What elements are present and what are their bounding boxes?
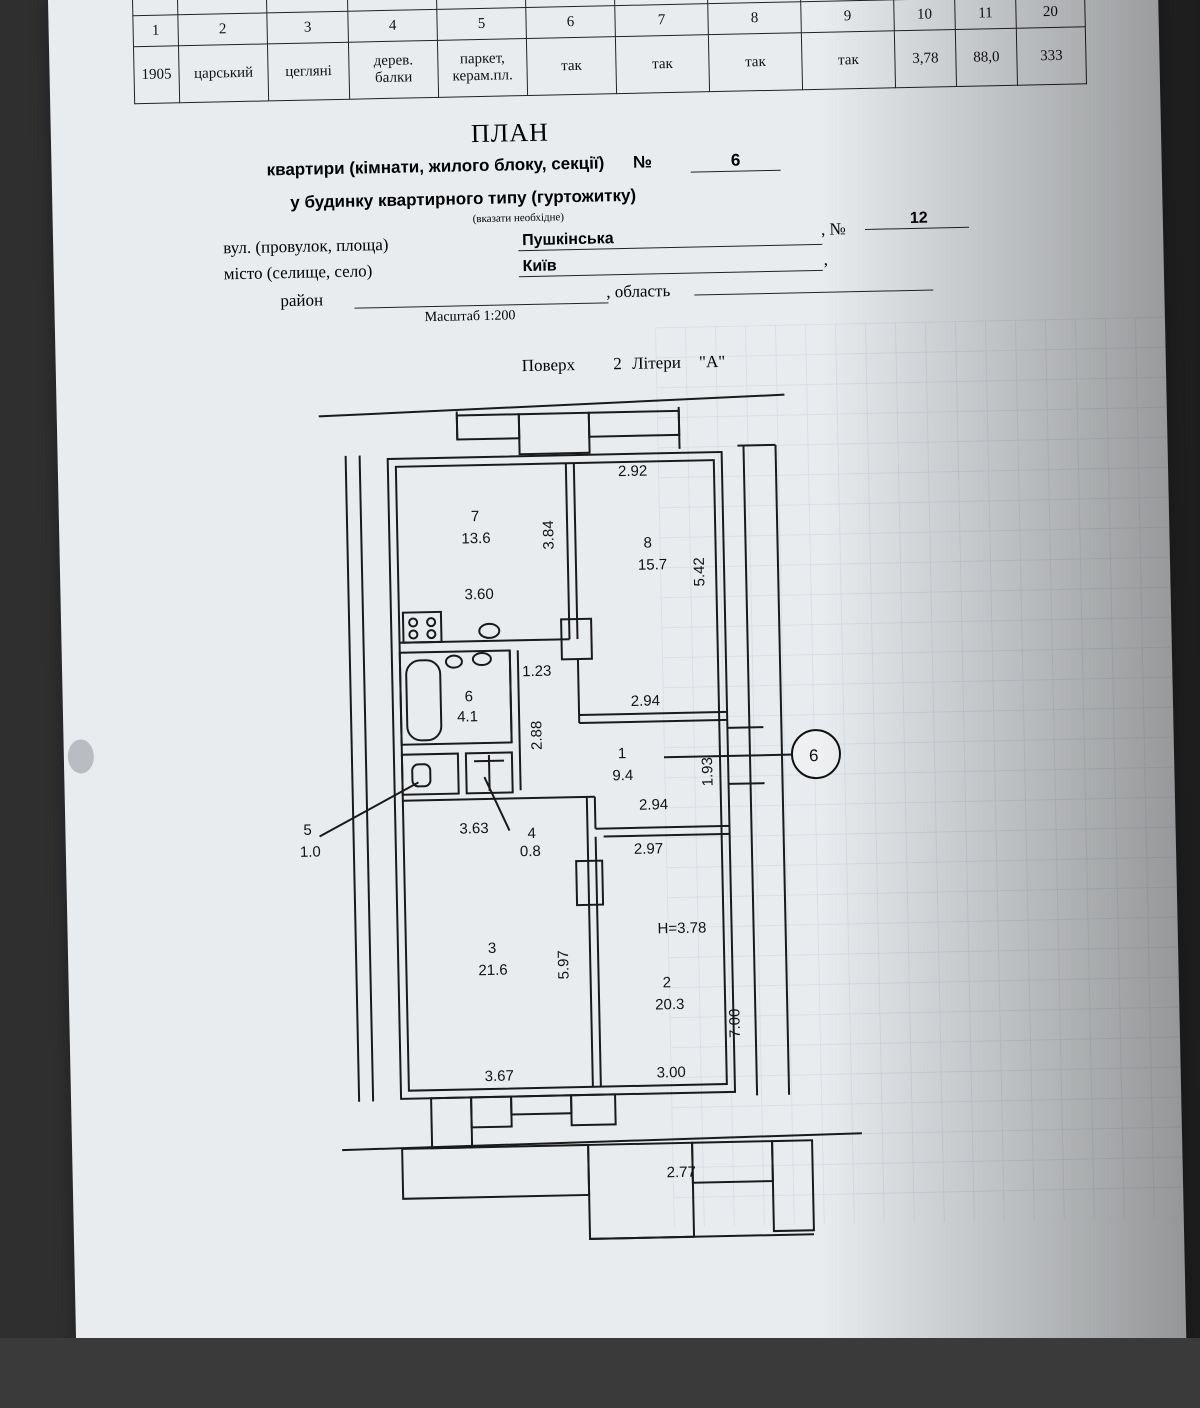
- dimension-label: 3.63: [459, 820, 489, 838]
- room-2-number: 2: [663, 974, 672, 991]
- room-4-area: 0.8: [520, 843, 541, 860]
- room-8-area: 15.7: [638, 556, 668, 574]
- room-1-number: 1: [618, 745, 627, 762]
- room-4-number: 4: [527, 825, 536, 842]
- ceiling-height-label: H=3.78: [657, 919, 706, 937]
- dimension-label: 3.60: [464, 586, 494, 604]
- room-6-number: 6: [465, 688, 474, 705]
- room-3-number: 3: [488, 940, 497, 957]
- dimension-label: 2.88: [528, 721, 546, 751]
- dimension-label: 3.84: [540, 520, 558, 550]
- plan-walls: [318, 393, 862, 1240]
- axis-marker-label: 6: [809, 746, 819, 765]
- dimension-label: 3.00: [656, 1064, 686, 1082]
- dimension-label: 1.23: [522, 663, 552, 681]
- room-1-area: 9.4: [612, 767, 633, 784]
- room-6-area: 4.1: [457, 708, 478, 725]
- dimension-label: 5.97: [555, 950, 573, 980]
- room-5-area: 1.0: [300, 843, 321, 860]
- dimension-label: 2.97: [634, 840, 664, 858]
- room-5-number: 5: [303, 822, 312, 839]
- dimension-label: 3.67: [484, 1067, 514, 1085]
- room-8-number: 8: [643, 534, 652, 551]
- dimension-label: 1.93: [699, 757, 717, 787]
- room-7-area: 13.6: [461, 530, 491, 548]
- dimension-label: 2.94: [639, 796, 669, 814]
- dimension-label: 7.00: [726, 1008, 744, 1038]
- dimension-label: 2.92: [618, 463, 648, 481]
- dimension-label: 5.42: [691, 557, 709, 587]
- photo-surface: [0, 1338, 1200, 1408]
- room-7-number: 7: [471, 508, 480, 525]
- floor-plan: 6 7 13.6 8 15.7 6 4.1 1 9.4 5 1.0 4 0.8 …: [300, 393, 862, 1240]
- dimension-label: 2.77: [667, 1164, 697, 1182]
- document-page: Рі п е во к 1 2 3 4 5 6 7 8 9 10 11 20: [48, 0, 1188, 1408]
- dimension-label: 2.94: [631, 692, 661, 710]
- axis-marker-circle: [790, 729, 841, 780]
- room-3-area: 21.6: [478, 962, 508, 980]
- room-2-area: 20.3: [655, 996, 685, 1014]
